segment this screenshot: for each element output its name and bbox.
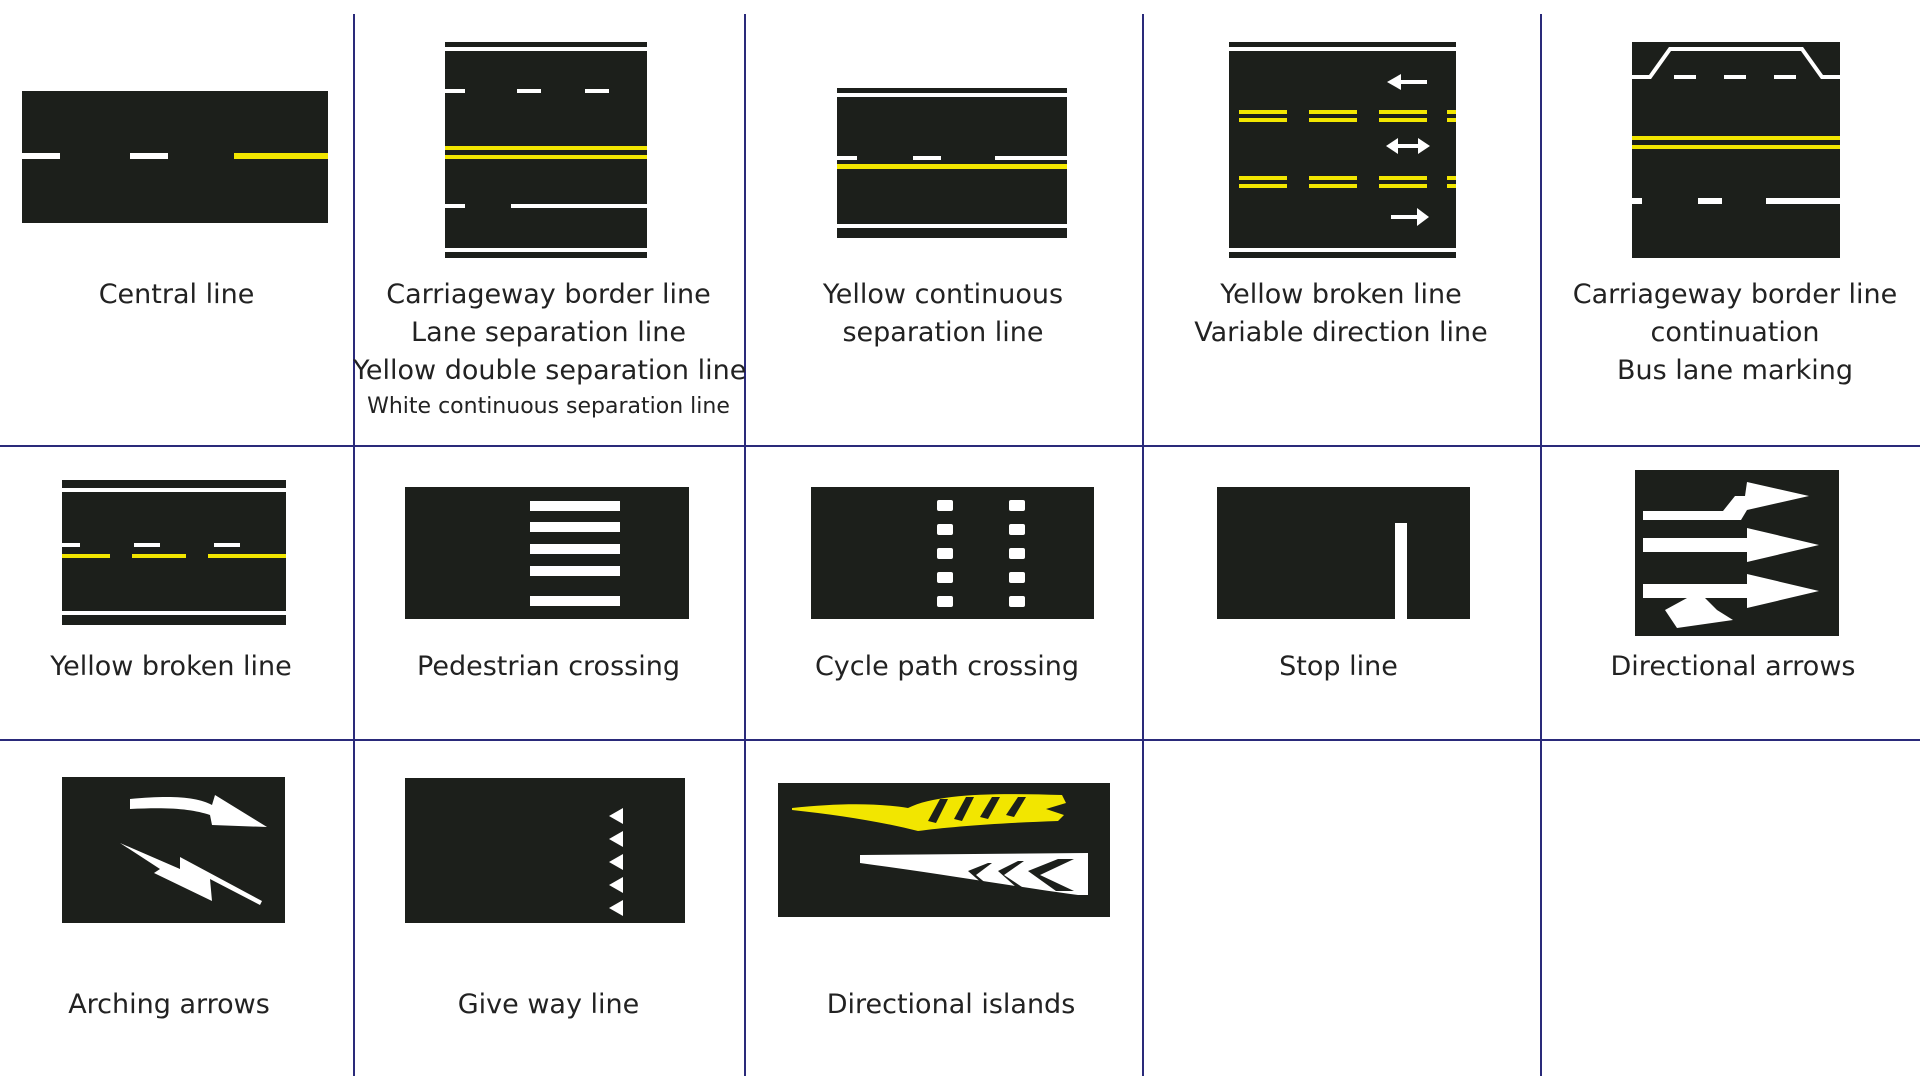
stop-line-diagram bbox=[1217, 487, 1470, 619]
directional-islands-diagram bbox=[778, 783, 1110, 917]
caption-directional-islands: Directional islands bbox=[826, 989, 1076, 1020]
central-line-diagram bbox=[22, 91, 328, 223]
grid-divider bbox=[353, 14, 355, 1076]
caption-carriageway-border: Carriageway border line Lane separation … bbox=[353, 279, 747, 419]
grid-divider bbox=[1540, 14, 1542, 1076]
caption-border-continuation: Carriageway border line continuation Bus… bbox=[1572, 279, 1898, 386]
pedestrian-crossing-diagram bbox=[405, 487, 689, 619]
caption-stop-line: Stop line bbox=[1279, 651, 1398, 682]
caption-directional-arrows: Directional arrows bbox=[1610, 651, 1856, 682]
caption-give-way-line: Give way line bbox=[457, 989, 640, 1020]
arching-arrows-diagram bbox=[62, 777, 285, 923]
caption-yellow-broken: Yellow broken line bbox=[50, 651, 292, 682]
directional-arrows-diagram bbox=[1635, 470, 1839, 636]
border-continuation-diagram bbox=[1632, 42, 1840, 258]
caption-yellow-broken-variable: Yellow broken line Variable direction li… bbox=[1194, 279, 1488, 348]
caption-cycle-path-crossing: Cycle path crossing bbox=[814, 651, 1080, 682]
caption-yellow-continuous: Yellow continuous separation line bbox=[822, 279, 1064, 348]
cycle-path-crossing-diagram bbox=[811, 487, 1094, 619]
give-way-line-diagram bbox=[405, 778, 685, 923]
yellow-continuous-diagram bbox=[837, 88, 1067, 238]
caption-central-line: Central line bbox=[98, 279, 255, 310]
yellow-broken-variable-diagram bbox=[1229, 42, 1456, 258]
carriageway-border-diagram bbox=[445, 42, 647, 258]
grid-divider bbox=[1142, 14, 1144, 1076]
grid-divider bbox=[744, 14, 746, 1076]
yellow-broken-diagram bbox=[62, 480, 286, 625]
grid-divider bbox=[0, 739, 1920, 741]
caption-arching-arrows: Arching arrows bbox=[68, 989, 270, 1020]
grid-divider bbox=[0, 445, 1920, 447]
caption-pedestrian-crossing: Pedestrian crossing bbox=[417, 651, 680, 682]
